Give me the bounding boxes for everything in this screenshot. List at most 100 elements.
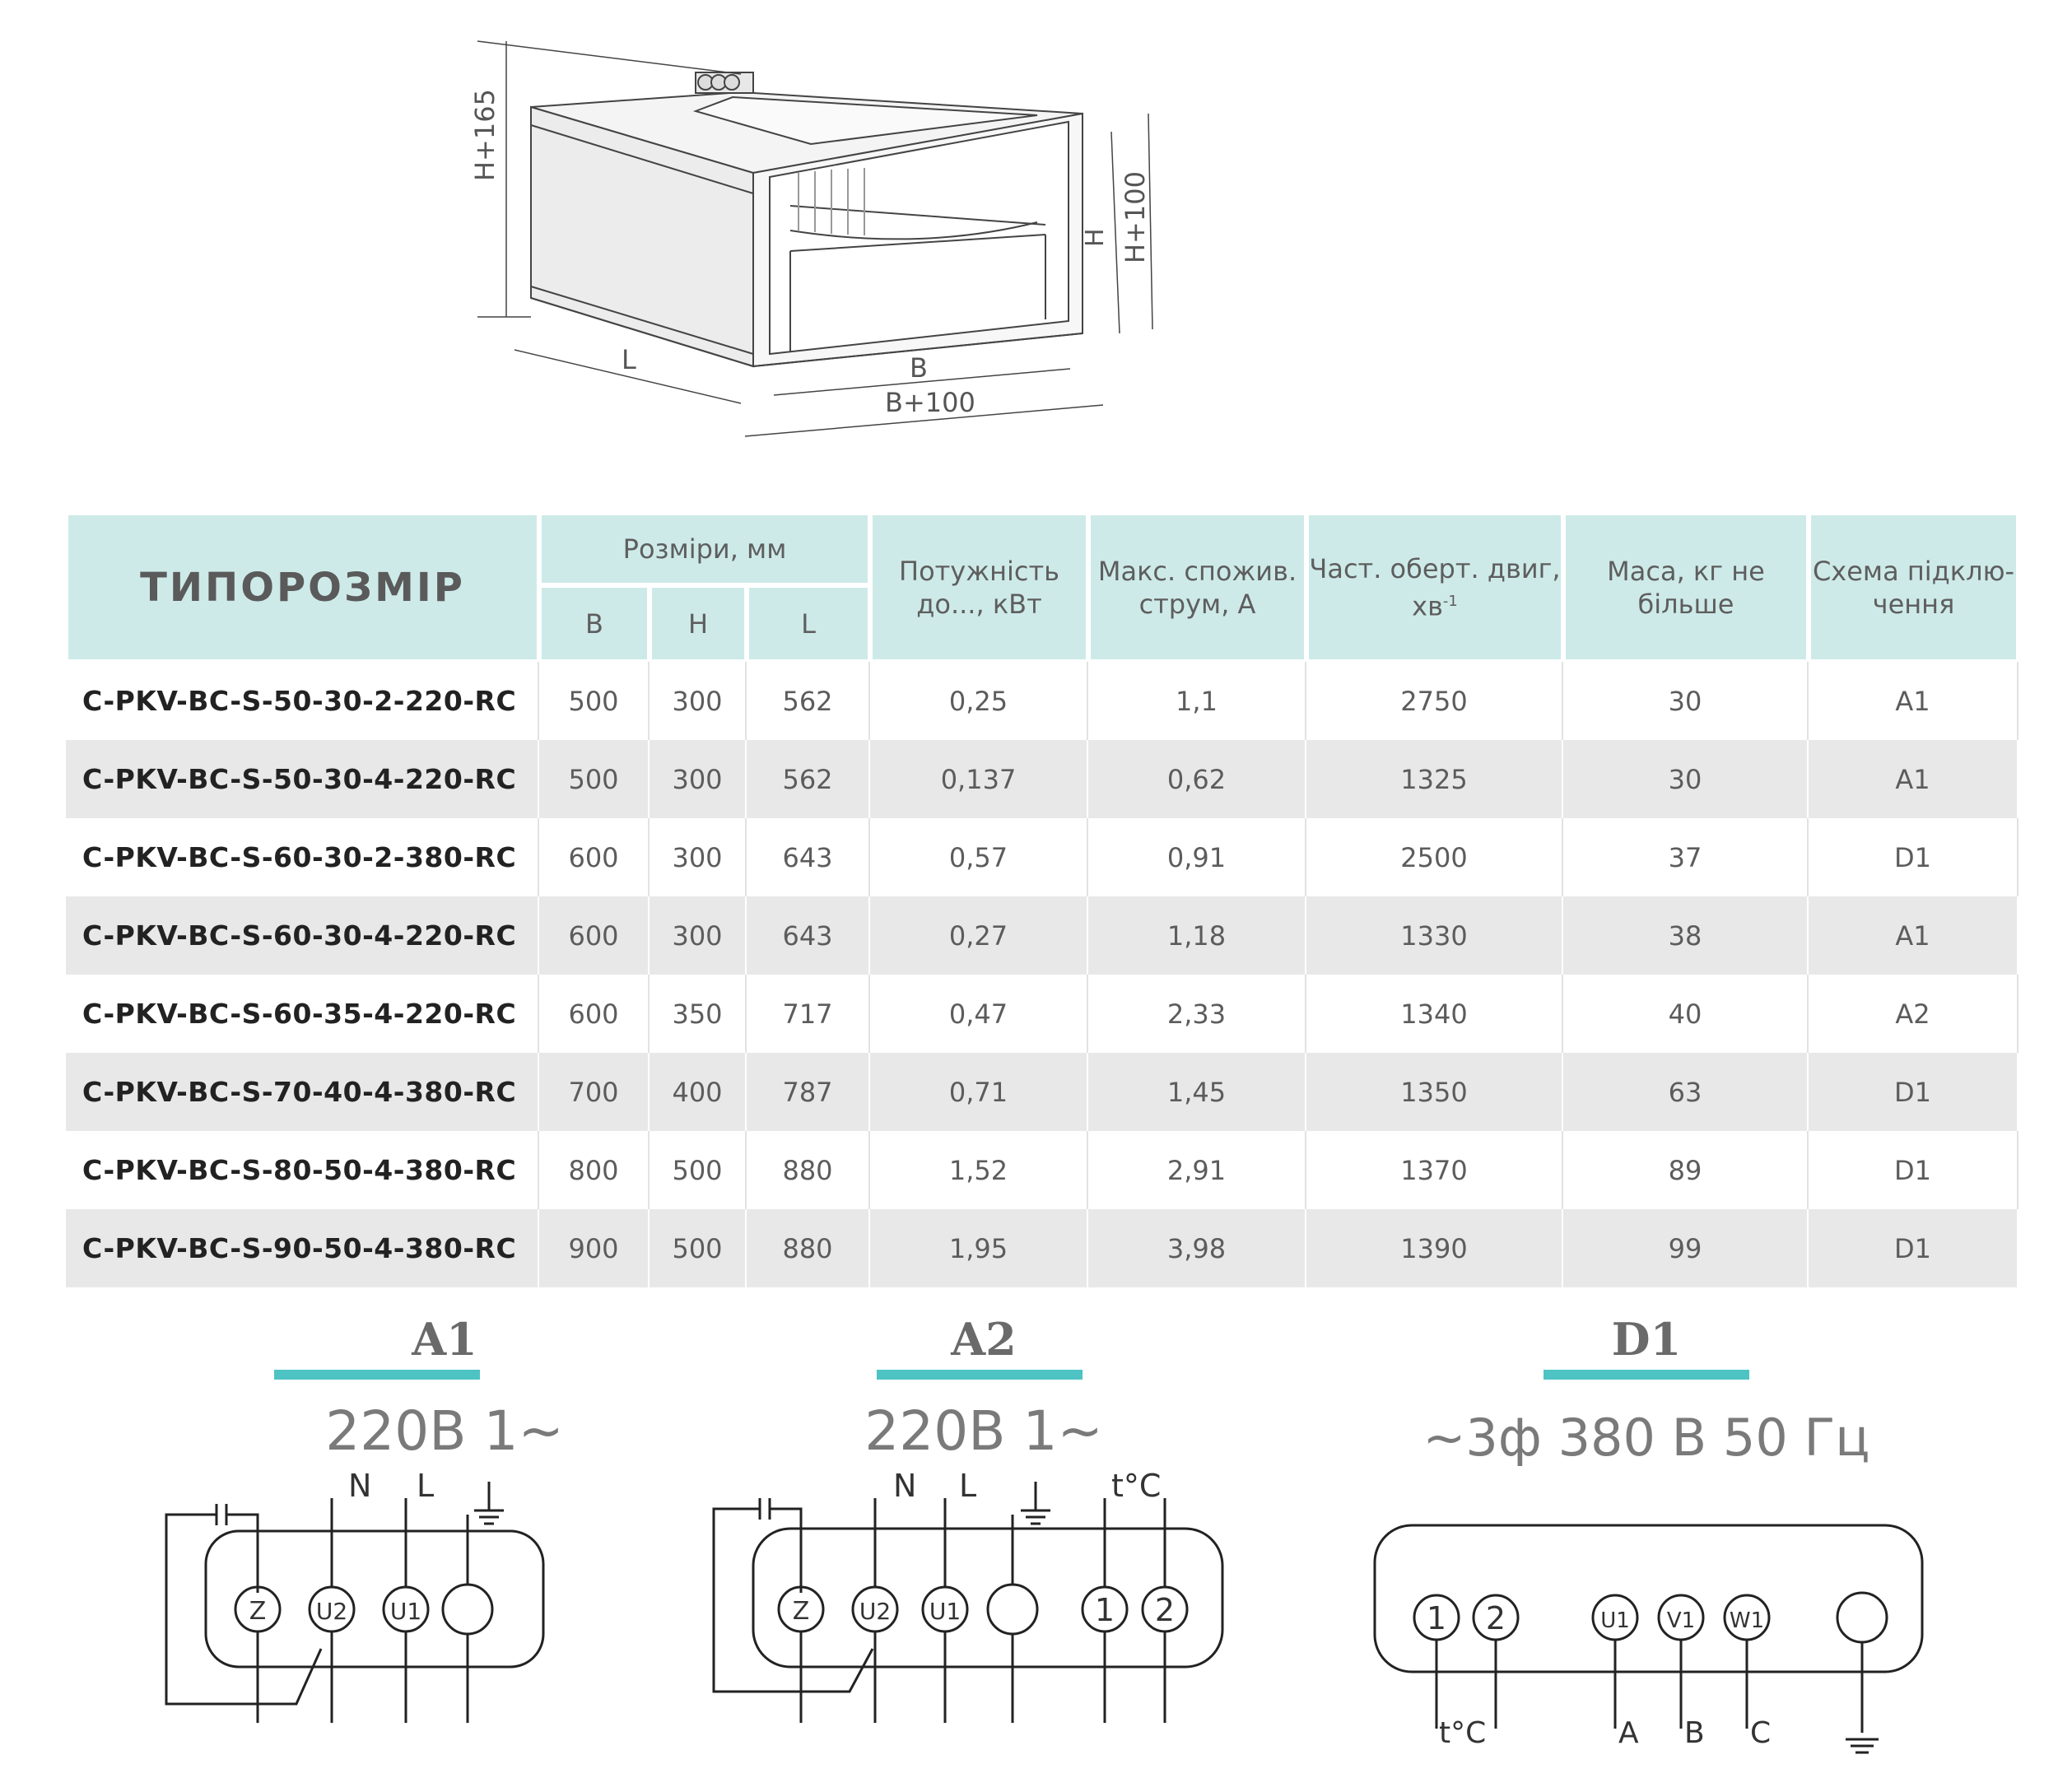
cell-b: 600 <box>539 896 650 975</box>
cell-b: 600 <box>539 818 650 896</box>
scheme-a1-title: A1 <box>412 1313 477 1366</box>
cell-mass: 63 <box>1563 1053 1809 1131</box>
cell-l: 717 <box>747 975 870 1053</box>
scheme-a1-voltage: 220В 1~ <box>325 1399 564 1463</box>
cell-h: 400 <box>650 1053 747 1131</box>
header-power: Потужність до..., кВт <box>870 513 1088 662</box>
cell-power: 1,95 <box>870 1209 1088 1287</box>
header-scheme: Схема підклю-чення <box>1809 513 2018 662</box>
scheme-d1-phase-b: B <box>1684 1716 1705 1750</box>
cell-mass: 89 <box>1563 1131 1809 1209</box>
cell-h: 300 <box>650 662 747 740</box>
scheme-a1: A1 220В 1~ N L Z <box>132 1313 757 1774</box>
cell-h: 350 <box>650 975 747 1053</box>
cell-l: 643 <box>747 818 870 896</box>
header-h: H <box>650 585 747 662</box>
cell-l: 880 <box>747 1131 870 1209</box>
header-dimensions: Розміри, мм <box>539 513 870 585</box>
scheme-d1-terminal-v1: V1 <box>1667 1608 1695 1633</box>
scheme-a1-terminal-z: Z <box>249 1597 267 1626</box>
header-speed: Част. оберт. двиг, хв-1 <box>1306 513 1563 662</box>
scheme-d1-accent-bar <box>1544 1370 1749 1380</box>
scheme-d1-phase-a: A <box>1618 1716 1639 1750</box>
scheme-a2-accent-bar <box>877 1370 1083 1380</box>
cell-l: 562 <box>747 740 870 818</box>
cell-scheme: A1 <box>1809 896 2018 975</box>
product-drawing: H+165 H H+100 L B B+100 <box>461 25 1202 453</box>
scheme-a1-terminal-u2: U2 <box>316 1598 347 1625</box>
cell-h: 300 <box>650 818 747 896</box>
header-model: ТИПОРОЗМІР <box>66 513 539 662</box>
cell-mass: 30 <box>1563 662 1809 740</box>
scheme-a2-title: A2 <box>951 1313 1017 1366</box>
cell-power: 0,137 <box>870 740 1088 818</box>
cell-scheme: A1 <box>1809 740 2018 818</box>
cell-current: 1,45 <box>1088 1053 1306 1131</box>
header-speed-sup: -1 <box>1442 592 1458 610</box>
scheme-a2-temp-label: t°C <box>1111 1468 1161 1504</box>
dim-h165-label: H+165 <box>469 89 501 181</box>
table-row: C-PKV-BC-S-60-30-4-220-RC 600 300 643 0,… <box>66 896 2018 975</box>
cell-current: 0,62 <box>1088 740 1306 818</box>
header-l: L <box>747 585 870 662</box>
scheme-a2-terminal-z: Z <box>793 1597 810 1626</box>
scheme-a1-terminal-u1: U1 <box>390 1598 421 1625</box>
table-row: C-PKV-BC-S-80-50-4-380-RC 800 500 880 1,… <box>66 1131 2018 1209</box>
cell-mass: 40 <box>1563 975 1809 1053</box>
scheme-d1: D1 ~3ф 380 В 50 Гц 1 2 U1 V1 W1 t°C <box>1334 1313 1959 1774</box>
cell-l: 880 <box>747 1209 870 1287</box>
cell-h: 300 <box>650 896 747 975</box>
cell-speed: 1340 <box>1306 975 1563 1053</box>
cell-speed: 1325 <box>1306 740 1563 818</box>
fan-box-drawing: H+165 H H+100 L B B+100 <box>469 40 1153 437</box>
cell-mass: 37 <box>1563 818 1809 896</box>
cell-power: 0,27 <box>870 896 1088 975</box>
cell-model: C-PKV-BC-S-80-50-4-380-RC <box>66 1131 539 1209</box>
cell-current: 3,98 <box>1088 1209 1306 1287</box>
cell-b: 500 <box>539 662 650 740</box>
table-row: C-PKV-BC-S-50-30-2-220-RC 500 300 562 0,… <box>66 662 2018 740</box>
scheme-a2-wiring: N L t°C Z U2 U1 1 2 <box>712 1468 1224 1723</box>
cell-current: 0,91 <box>1088 818 1306 896</box>
cell-power: 0,71 <box>870 1053 1088 1131</box>
cell-b: 600 <box>539 975 650 1053</box>
table-row: C-PKV-BC-S-60-35-4-220-RC 600 350 717 0,… <box>66 975 2018 1053</box>
table-row: C-PKV-BC-S-60-30-2-380-RC 600 300 643 0,… <box>66 818 2018 896</box>
cell-speed: 1350 <box>1306 1053 1563 1131</box>
cell-current: 2,91 <box>1088 1131 1306 1209</box>
scheme-d1-terminal-u1: U1 <box>1600 1608 1630 1633</box>
cell-current: 1,18 <box>1088 896 1306 975</box>
scheme-d1-terminal-1: 1 <box>1427 1600 1446 1636</box>
scheme-a2-terminal-u1: U1 <box>929 1598 961 1625</box>
scheme-d1-voltage: ~3ф 380 В 50 Гц <box>1422 1408 1870 1468</box>
cell-model: C-PKV-BC-S-60-30-2-380-RC <box>66 818 539 896</box>
scheme-a1-l-label: L <box>417 1468 434 1504</box>
cell-speed: 1390 <box>1306 1209 1563 1287</box>
scheme-d1-terminal-2: 2 <box>1486 1600 1506 1636</box>
table-row: C-PKV-BC-S-50-30-4-220-RC 500 300 562 0,… <box>66 740 2018 818</box>
table-row: C-PKV-BC-S-90-50-4-380-RC 900 500 880 1,… <box>66 1209 2018 1287</box>
scheme-a2-terminal-2: 2 <box>1155 1592 1175 1628</box>
cell-scheme: D1 <box>1809 1209 2018 1287</box>
scheme-a2-l-label: L <box>959 1468 976 1504</box>
cell-mass: 30 <box>1563 740 1809 818</box>
cell-model: C-PKV-BC-S-90-50-4-380-RC <box>66 1209 539 1287</box>
scheme-d1-terminal-w1: W1 <box>1730 1608 1764 1633</box>
scheme-a2-terminal-u2: U2 <box>859 1598 891 1625</box>
cell-power: 0,57 <box>870 818 1088 896</box>
table-row: C-PKV-BC-S-70-40-4-380-RC 700 400 787 0,… <box>66 1053 2018 1131</box>
dim-h100-label: H+100 <box>1120 171 1151 263</box>
dim-l-label: L <box>622 344 636 375</box>
cell-b: 700 <box>539 1053 650 1131</box>
scheme-d1-wiring: 1 2 U1 V1 W1 t°C A B C <box>1373 1524 1924 1754</box>
cell-model: C-PKV-BC-S-60-35-4-220-RC <box>66 975 539 1053</box>
cell-model: C-PKV-BC-S-70-40-4-380-RC <box>66 1053 539 1131</box>
dim-b-label: B <box>910 352 928 384</box>
cell-power: 1,52 <box>870 1131 1088 1209</box>
cell-h: 500 <box>650 1131 747 1209</box>
scheme-d1-phase-c: C <box>1750 1716 1771 1750</box>
cell-l: 643 <box>747 896 870 975</box>
cell-h: 500 <box>650 1209 747 1287</box>
cell-l: 787 <box>747 1053 870 1131</box>
cell-scheme: A1 <box>1809 662 2018 740</box>
